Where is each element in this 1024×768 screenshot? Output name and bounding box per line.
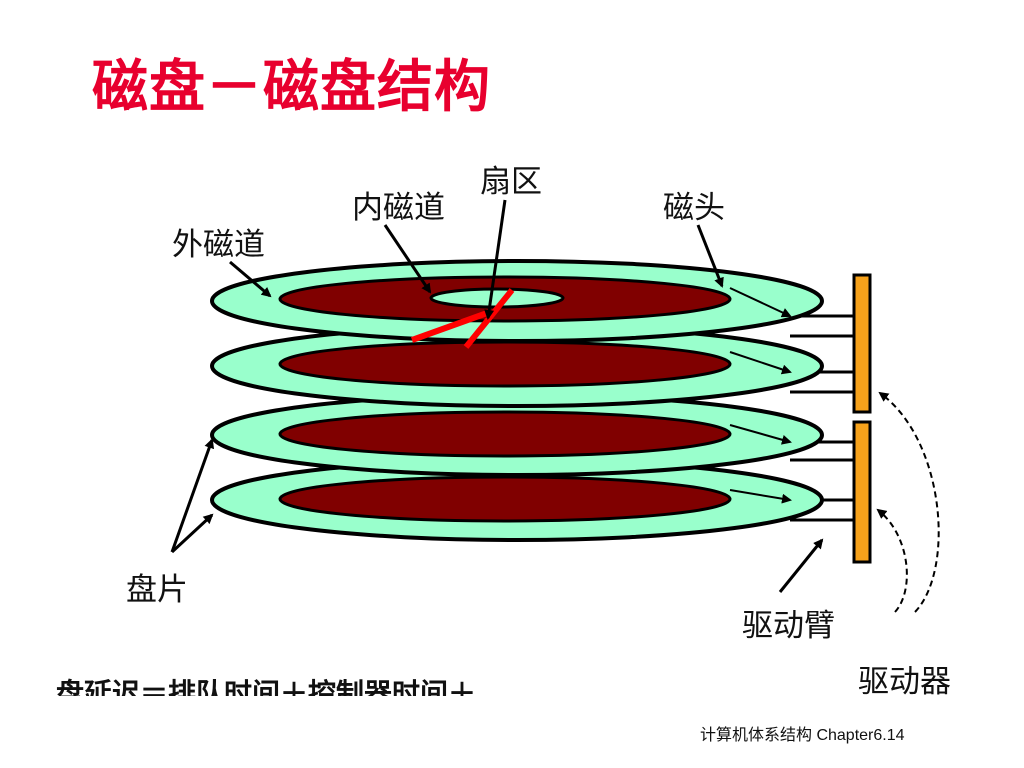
label-actuator: 驱动器 — [858, 664, 951, 700]
outer-track-arrow — [229, 260, 272, 298]
inner-track-arrow — [383, 224, 432, 294]
actuator-bar-upper — [852, 273, 872, 414]
label-outer-track: 外磁道 — [172, 227, 265, 263]
sector-mark-left — [410, 309, 492, 343]
page-title: 磁盘－磁盘结构 — [92, 55, 491, 120]
label-head: 磁头 — [663, 190, 725, 226]
platter-2 — [210, 324, 824, 408]
read-write-heads — [729, 287, 792, 504]
arm-arrow — [778, 538, 824, 593]
platter-arrow-lower — [170, 513, 214, 554]
label-sector: 扇区 — [480, 164, 542, 200]
disk-structure-diagram: 扇区 内磁道 磁头 外磁道 盘片 驱动臂 驱动器 — [126, 164, 951, 700]
sector-arrow — [484, 199, 507, 320]
actuator-arrow-upper — [878, 391, 940, 613]
platter-arrow-upper — [170, 438, 215, 553]
partial-formula-text: 盘延迟＝排队时间＋控制器时间＋ — [56, 677, 477, 696]
head-arrow — [696, 224, 724, 288]
platter-3 — [210, 393, 824, 477]
label-arm: 驱动臂 — [742, 608, 835, 644]
label-platter: 盘片 — [126, 572, 188, 608]
platter-1 — [210, 259, 824, 343]
label-inner-track: 内磁道 — [352, 190, 445, 226]
footer-text: 计算机体系结构 Chapter6.14 — [700, 727, 905, 744]
actuator-arrow-lower — [876, 508, 908, 613]
actuator-bar-lower — [852, 420, 872, 564]
